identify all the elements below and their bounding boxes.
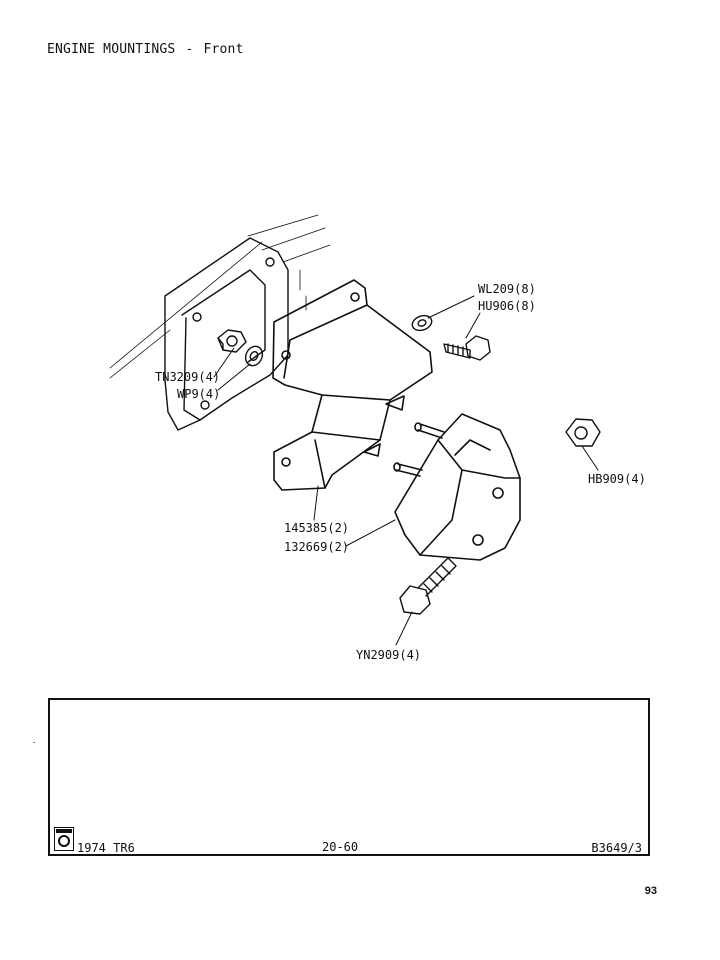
leader-lines: [213, 295, 599, 646]
washer-wp9: [244, 345, 264, 367]
callout-hu906: HU906(8): [478, 299, 536, 313]
title-text: ENGINE MOUNTINGS: [47, 42, 176, 57]
subtitle-text: Front: [203, 42, 244, 57]
callout-wp9: WP9(4): [177, 387, 220, 401]
footer-plate-number: B3649/3: [591, 841, 642, 855]
page-number: 93: [644, 885, 657, 897]
callout-132669: 132669(2): [284, 540, 349, 554]
nut-hb909: [565, 418, 601, 447]
callout-tn3209: TN3209(4): [155, 370, 220, 384]
callout-hb909: HB909(4): [588, 472, 646, 486]
title-separator: -: [185, 42, 194, 57]
footer-model: 1974 TR6: [77, 841, 135, 855]
bolt-hu906: [443, 335, 491, 361]
nut-tn3209: [217, 329, 247, 353]
bracket-145385: [272, 279, 433, 491]
callout-wl209: WL209(8): [478, 282, 536, 296]
callout-145385: 145385(2): [284, 521, 349, 535]
callout-yn2909: YN2909(4): [356, 648, 421, 662]
bolt-yn2909: [399, 557, 457, 615]
footer-section: 20-60: [322, 840, 359, 854]
lock-washer-wl209: [411, 314, 433, 332]
manufacturer-logo-icon: [54, 827, 74, 851]
notes-box: 1974 TR6 20-60 B3649/3: [48, 698, 650, 856]
rubber-mounting-132669: [393, 413, 521, 561]
engine-block-outline: [109, 214, 331, 431]
scan-speck: [33, 742, 35, 743]
page-title: ENGINE MOUNTINGS-Front: [47, 42, 244, 57]
